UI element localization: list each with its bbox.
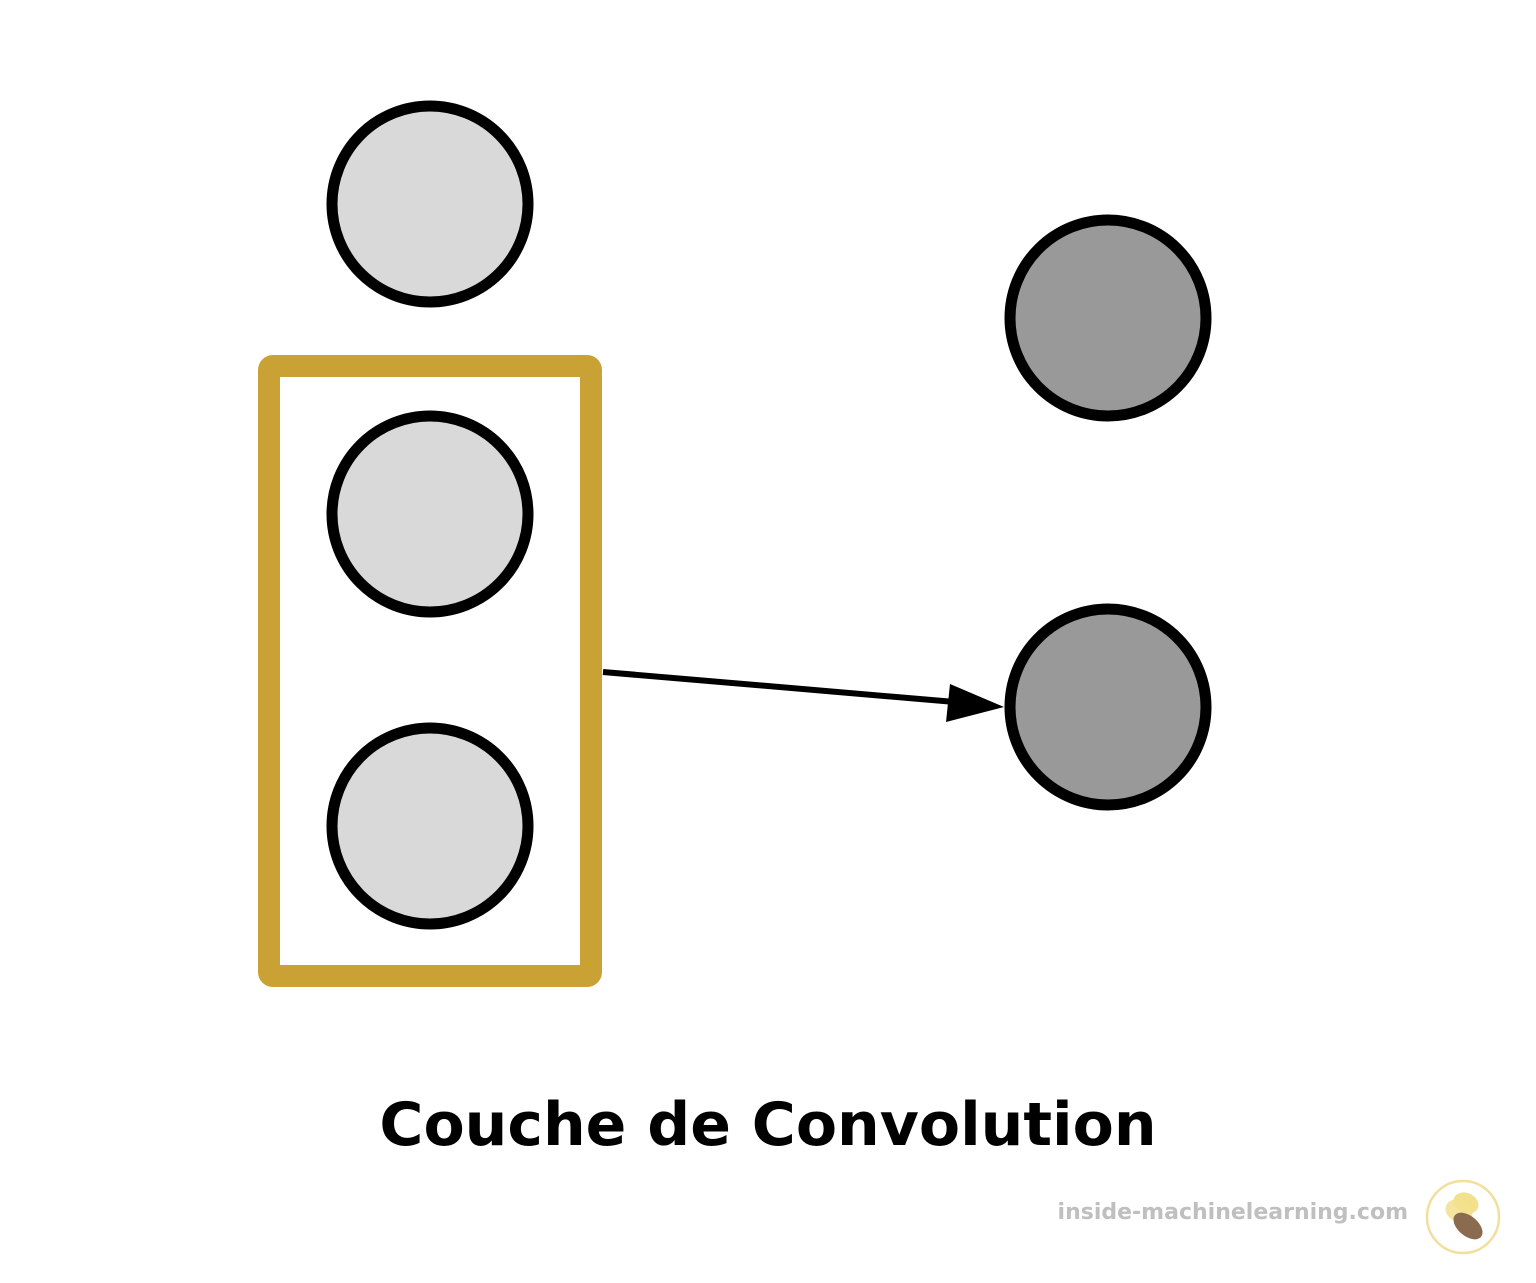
output-node-2 (1004, 603, 1212, 811)
watermark-text: inside-machinelearning.com (1057, 1200, 1408, 1225)
kernel-box (258, 355, 602, 987)
inside-machinelearning-logo-icon (1425, 1179, 1501, 1255)
input-node-3 (326, 722, 534, 930)
connection-arrowhead (946, 684, 1004, 722)
output-node-1 (1004, 214, 1212, 422)
input-node-2 (326, 410, 534, 618)
connection-arrow-line (602, 669, 956, 705)
diagram-caption: Couche de Convolution (379, 1090, 1157, 1160)
input-node-1 (326, 100, 534, 308)
